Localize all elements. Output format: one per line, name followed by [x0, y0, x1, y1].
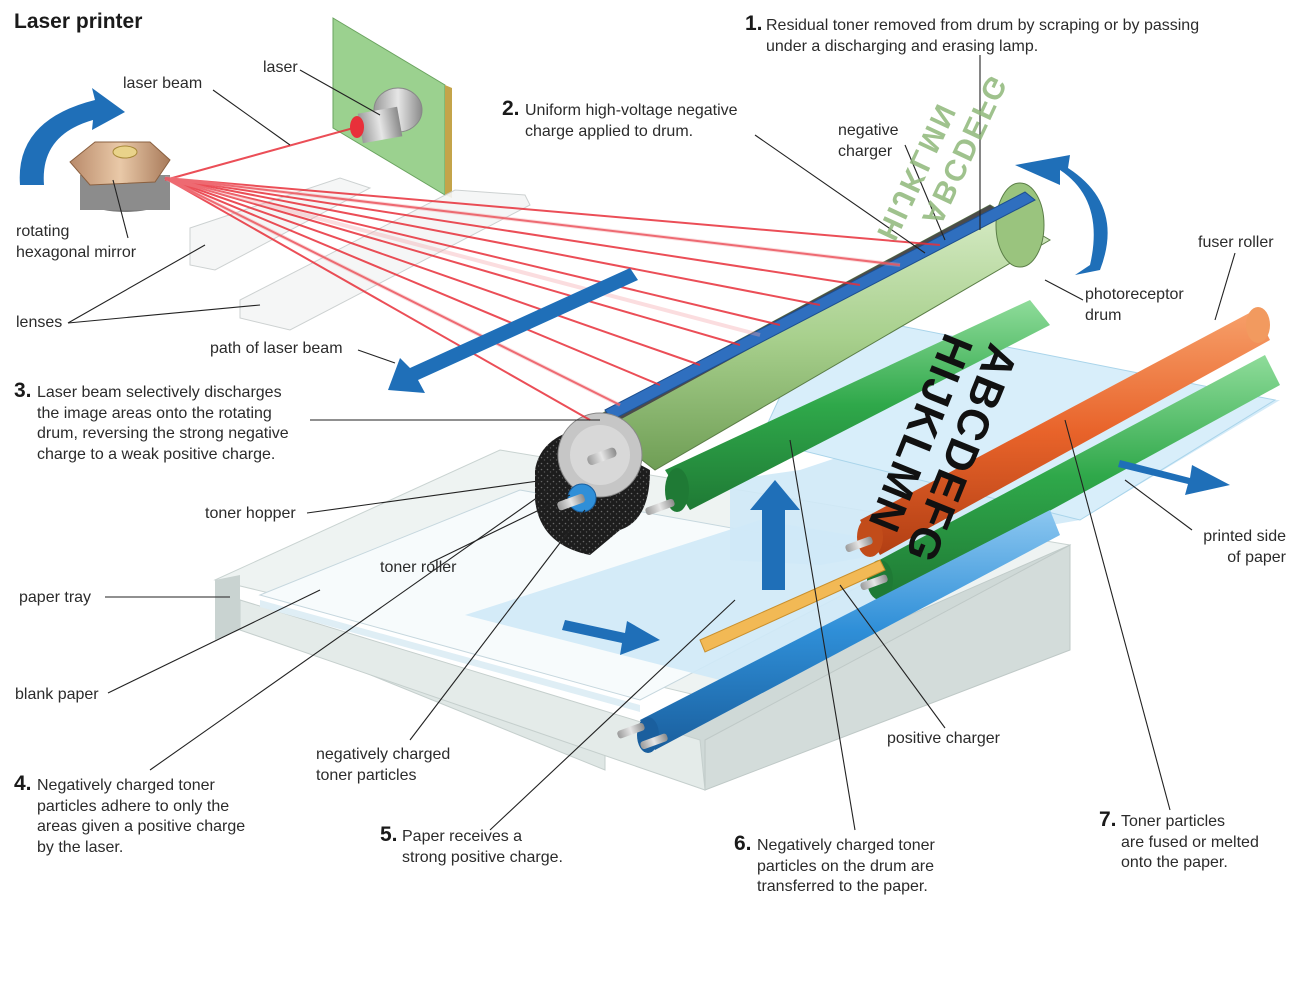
- label-photoreceptor-drum: photoreceptor drum: [1085, 286, 1184, 324]
- step-2-text: Uniform high-voltage negative charge app…: [525, 102, 738, 140]
- label-positive-charger: positive charger: [887, 730, 1000, 747]
- rotation-arrow: [19, 88, 125, 185]
- label-printed-side: printed side of paper: [1203, 528, 1286, 566]
- label-neg-toner-particles: negatively charged toner particles: [316, 746, 451, 784]
- lenses: [189, 177, 531, 331]
- label-toner-hopper: toner hopper: [205, 505, 296, 522]
- toner-hopper: [535, 412, 650, 555]
- label-lenses: lenses: [16, 314, 63, 331]
- step-4-text: Negatively charged toner particles adher…: [37, 777, 246, 856]
- label-laser: laser: [263, 59, 298, 76]
- label-rotating-mirror: rotating hexagonal mirror: [16, 223, 137, 261]
- step-6-number: 6.: [734, 832, 752, 855]
- transfer-rollers: [645, 300, 1050, 516]
- paper-feed-rollers: [617, 510, 1060, 753]
- label-fuser-roller: fuser roller: [1198, 234, 1274, 251]
- hexagonal-mirror: [69, 141, 171, 212]
- step-6-text: Negatively charged toner particles on th…: [757, 837, 935, 895]
- step-1-text: Residual toner removed from drum by scra…: [766, 17, 1200, 55]
- step-1-number: 1.: [745, 12, 763, 35]
- label-negative-charger: negative charger: [838, 122, 899, 160]
- leader-lines: [67, 55, 1236, 831]
- step-7-text: Toner particles are fused or melted onto…: [1121, 813, 1259, 871]
- label-blank-paper: blank paper: [15, 686, 99, 703]
- fuser-rollers: [845, 307, 1280, 600]
- step-5-text: Paper receives a strong positive charge.: [402, 828, 563, 866]
- step-3-number: 3.: [14, 379, 32, 402]
- laser-beams: [164, 126, 941, 421]
- label-toner-roller: toner roller: [380, 559, 457, 576]
- laser-module: [332, 17, 452, 198]
- laser-beam-glow: [164, 176, 901, 407]
- step-2-number: 2.: [502, 97, 520, 120]
- photoreceptor-drum: [589, 182, 1051, 471]
- direction-arrows: [388, 155, 1230, 655]
- step-3-text: Laser beam selectively discharges the im…: [37, 384, 289, 463]
- label-paper-tray: paper tray: [19, 589, 92, 606]
- label-path-of-laser-beam: path of laser beam: [210, 340, 343, 357]
- label-laser-beam: laser beam: [123, 75, 203, 92]
- step-7-number: 7.: [1099, 808, 1117, 831]
- step-4-number: 4.: [14, 772, 32, 795]
- positive-charger-bar: [699, 559, 886, 653]
- diagram-title: Laser printer: [14, 10, 143, 33]
- step-5-number: 5.: [380, 823, 398, 846]
